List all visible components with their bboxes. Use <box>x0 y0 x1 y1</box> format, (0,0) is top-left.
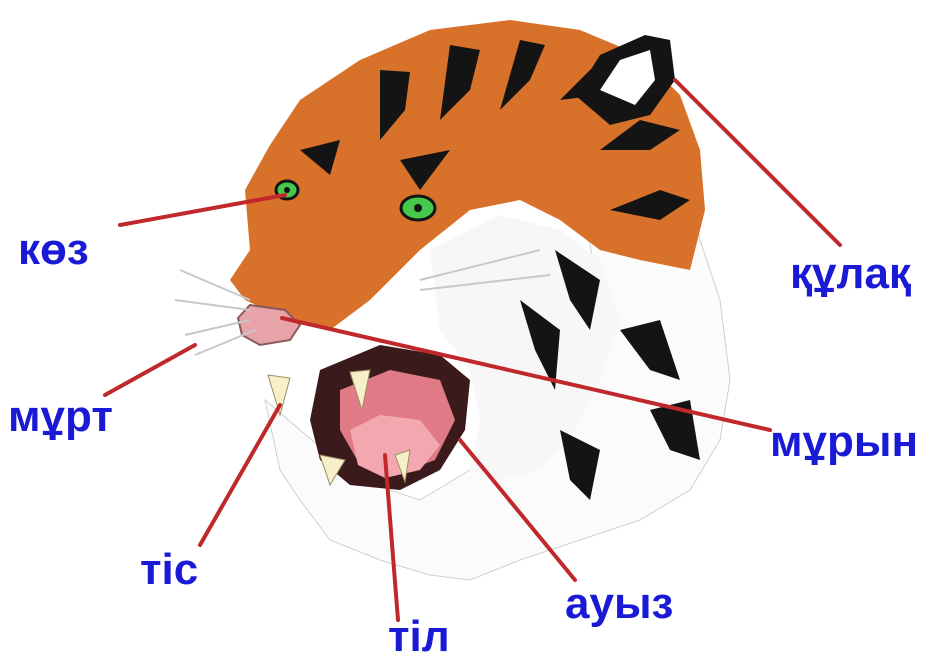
tiger-stripes <box>300 40 700 500</box>
leader-line-mouth <box>458 438 577 582</box>
tiger-tongue <box>350 415 440 478</box>
tiger-nose <box>236 303 302 347</box>
label-mouth: ауыз <box>565 579 674 628</box>
leader-line-eye <box>118 193 287 227</box>
leader-line-ear <box>673 78 842 247</box>
leader-line-whiskers <box>103 343 197 397</box>
label-ear: құлақ <box>790 249 911 298</box>
tiger-teeth <box>267 369 411 487</box>
label-eye: көз <box>18 225 89 274</box>
leader-line-nose <box>280 316 772 432</box>
tiger-ear-inner <box>600 50 655 105</box>
leader-line-tongue <box>383 453 400 622</box>
label-tongue: тіл <box>388 612 450 661</box>
label-tooth: тіс <box>140 545 199 594</box>
label-whiskers: мұрт <box>8 392 113 441</box>
leader-lines <box>103 78 842 622</box>
label-nose: мұрын <box>770 417 919 466</box>
tiger-whiskers <box>174 249 551 356</box>
leader-line-tooth <box>198 403 282 547</box>
